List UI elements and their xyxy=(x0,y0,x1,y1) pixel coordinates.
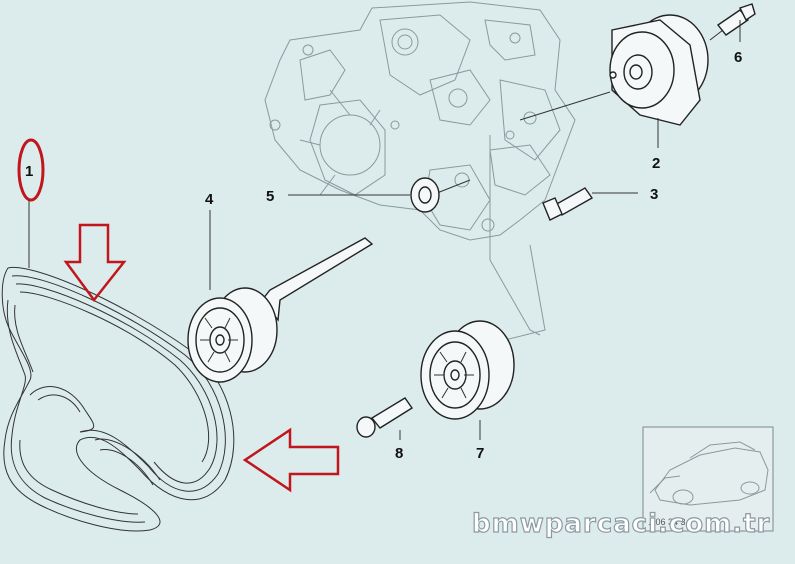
idler-pulley xyxy=(420,320,515,440)
callout-highlight-oval xyxy=(17,138,45,202)
idler-pulley-with-arm xyxy=(187,210,374,383)
tensioner-bolt-long xyxy=(709,3,756,42)
callout-3: 3 xyxy=(650,186,658,203)
short-bolt xyxy=(542,187,638,221)
belt-tensioner xyxy=(609,14,709,148)
callout-4: 4 xyxy=(205,191,214,208)
thumbnail-code: ...06 34 3 xyxy=(648,517,686,527)
red-annotations xyxy=(17,138,340,493)
callout-7: 7 xyxy=(476,445,484,462)
down-arrow-annotation xyxy=(63,223,127,303)
vehicle-thumbnail: ...06 34 3 xyxy=(642,426,774,532)
left-arrow-annotation xyxy=(242,427,340,493)
washer xyxy=(288,177,440,213)
callout-1: 1 xyxy=(25,163,33,180)
callout-8: 8 xyxy=(395,445,403,462)
watermark: bmwparcaci.com.tr xyxy=(472,509,770,539)
callout-5: 5 xyxy=(266,188,274,205)
leader-lines xyxy=(431,91,611,341)
callout-2: 2 xyxy=(652,155,660,172)
callout-6: 6 xyxy=(734,49,742,66)
pulley-bolt xyxy=(356,397,413,440)
engine-block-drawing xyxy=(264,1,576,241)
serpentine-belt xyxy=(1,266,235,532)
callout-labels: 1 2 3 4 5 6 7 8 xyxy=(25,49,742,462)
